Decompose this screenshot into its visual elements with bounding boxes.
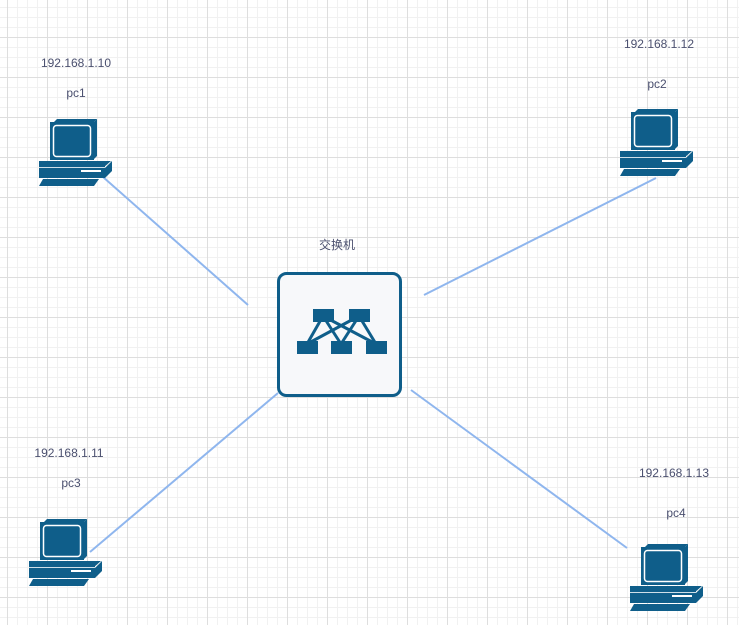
pc1-name-label: pc1 <box>66 86 86 100</box>
network-switch-icon[interactable] <box>277 272 402 397</box>
pc1-ip-label: 192.168.1.10 <box>40 56 112 70</box>
pc3-ip-label: 192.168.1.11 <box>34 446 104 460</box>
link-pc2-switch[interactable] <box>423 177 657 296</box>
pc2-ip-label: 192.168.1.12 <box>623 37 695 51</box>
desktop-computer-icon[interactable] <box>27 518 103 588</box>
link-pc3-switch[interactable] <box>89 392 279 553</box>
link-pc4-switch[interactable] <box>410 389 628 549</box>
pc3-name-label: pc3 <box>61 476 81 490</box>
pc4-name-label: pc4 <box>666 506 686 520</box>
link-pc1-switch[interactable] <box>102 176 249 306</box>
desktop-computer-icon[interactable] <box>618 108 694 178</box>
pc4-ip-label: 192.168.1.13 <box>638 466 710 480</box>
desktop-computer-icon[interactable] <box>37 118 113 188</box>
switch-label: 交换机 <box>318 238 356 252</box>
pc2-name-label: pc2 <box>647 77 667 91</box>
desktop-computer-icon[interactable] <box>628 543 704 613</box>
